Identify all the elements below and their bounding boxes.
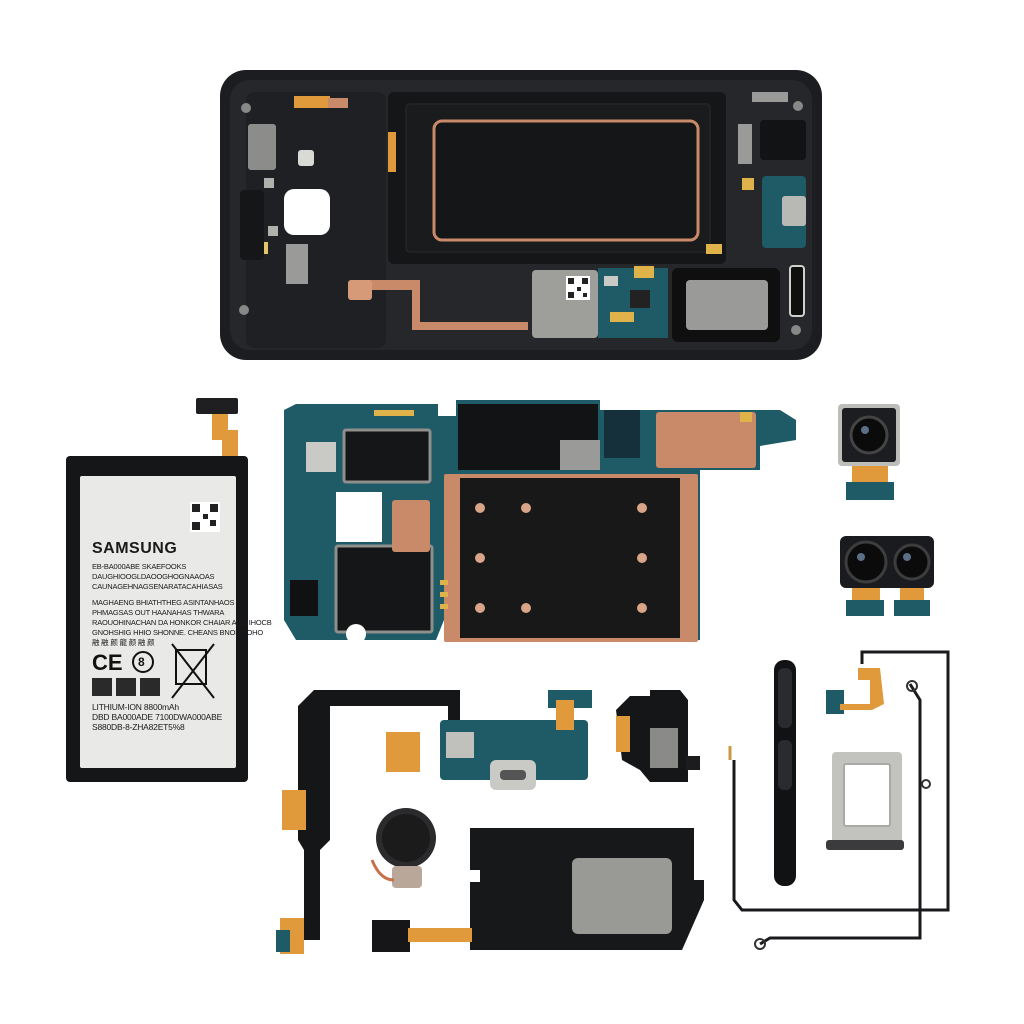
speaker-grille <box>686 280 768 330</box>
battery-model: DBD BA000ADE 7100DWA000ABE <box>92 712 223 722</box>
rear-camera-single <box>838 404 900 500</box>
camera-lens-icon <box>849 415 889 455</box>
battery-brand: SAMSUNG <box>92 540 232 558</box>
battery-spec-block: EB-BA000ABE SKAEFOOKS DAUGHIOOGLDAOOGHOG… <box>92 562 272 648</box>
battery-line-1: DAUGHIOOGLDAOOGHOGNAAOAS <box>92 572 215 581</box>
loudspeaker <box>372 828 704 952</box>
battery-brand-text: SAMSUNG <box>92 540 178 557</box>
usb-c-port-icon <box>782 196 806 226</box>
circle-mark-icon <box>132 651 154 673</box>
battery-line-2: CAUNAGEHNAGSENARATACAHIASAS <box>92 582 223 591</box>
battery-line-4: PHMAGSAS OUT HAANAHAS THWARA <box>92 608 225 617</box>
battery-bay-outline <box>432 119 700 242</box>
camera-lens-icon <box>844 540 888 584</box>
camera-lens-icon <box>893 543 931 581</box>
side-button-flex <box>774 660 796 886</box>
battery-model-line: EB-BA000ABE SKAEFOOKS <box>92 562 187 571</box>
battery <box>66 398 248 782</box>
battery-chemistry: LITHIUM-ION 8800mAh <box>92 702 179 712</box>
charging-port-board <box>386 690 592 790</box>
logic-board <box>284 400 796 644</box>
battery-line-6: GNOHSHIG HHIO SHONNE. CHEANS BNOE-TOHO <box>92 628 264 637</box>
speaker-grille <box>572 858 672 934</box>
phone-midframe <box>220 70 822 360</box>
qr-code-icon <box>566 276 590 300</box>
crossed-bin-icon <box>171 643 215 699</box>
rear-camera-dual <box>840 536 934 616</box>
headphone-jack <box>616 690 700 782</box>
qr-code-icon <box>190 502 220 532</box>
circle-mark-label: 8 <box>138 655 145 669</box>
battery-line-5: RAOUOHINACHAN DA HONKOR CHAIAR AND IHOCB <box>92 618 272 627</box>
battery-serial: S880DB-8-ZHA82ET5%8 <box>92 722 185 732</box>
ce-mark-icon: CE <box>92 650 123 675</box>
antenna-wires <box>732 650 950 946</box>
battery-bottom-block: LITHIUM-ION 8800mAh DBD BA000ADE 7100DWA… <box>92 702 232 732</box>
main-flex-cable <box>276 690 460 954</box>
battery-line-3: MAGHAENG BHIATHTHEG ASINTANHAOS <box>92 598 235 607</box>
vibration-motor <box>370 808 436 888</box>
cutout <box>284 189 330 235</box>
metal-bracket <box>248 124 276 170</box>
sensor-flex <box>826 668 884 714</box>
battery-line-7: 融 融 颜 龍 颜 融 颜 <box>92 638 155 647</box>
hazard-icons <box>92 678 160 696</box>
sim-tray <box>826 752 904 850</box>
